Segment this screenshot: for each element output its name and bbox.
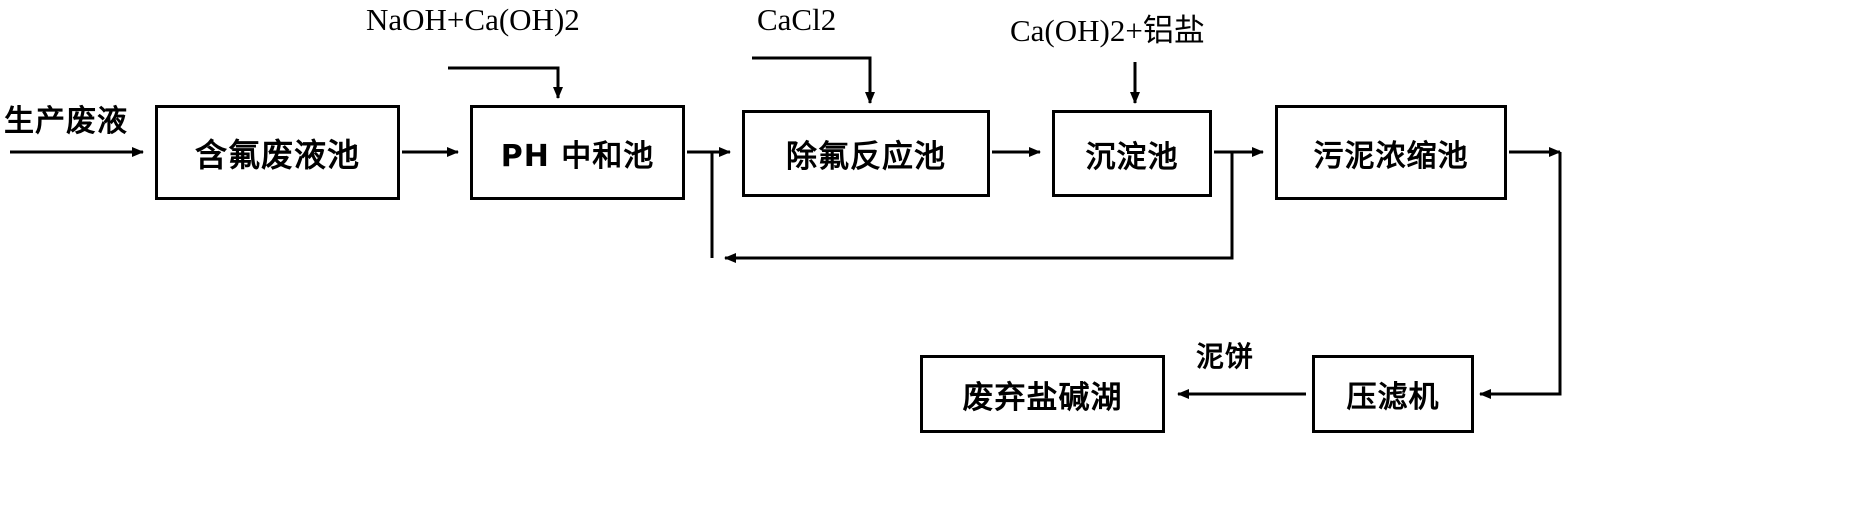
node-sludge-thickening-tank[interactable]: 污泥浓缩池 (1275, 105, 1507, 200)
label-dose-cacl2: CaCl2 (757, 2, 837, 37)
node-label: 沉淀池 (1085, 139, 1179, 175)
node-label: 含氟废液池 (194, 135, 360, 174)
node-label: PH 中和池 (500, 138, 655, 174)
node-label: 压滤机 (1346, 380, 1440, 415)
node-ph-neutralization-tank[interactable]: PH 中和池 (470, 105, 685, 200)
node-fluoride-waste-tank[interactable]: 含氟废液池 (155, 105, 400, 200)
node-label: 废弃盐碱湖 (962, 379, 1123, 416)
label-influent: 生产废液 (4, 104, 128, 139)
node-label: 除氟反应池 (786, 139, 946, 175)
edge-dose-naoh (448, 66, 563, 99)
node-defluorination-reaction-tank[interactable]: 除氟反应池 (742, 110, 990, 197)
edge-sludge-to-press (1479, 152, 1562, 399)
label-dose-caoh-aluminum: Ca(OH)2+铝盐 (1010, 13, 1205, 48)
node-filter-press[interactable]: 压滤机 (1312, 355, 1474, 433)
edge-recycle (724, 152, 1234, 263)
label-dose-naoh: NaOH+Ca(OH)2 (366, 2, 580, 37)
node-label: 污泥浓缩池 (1313, 138, 1469, 174)
node-sedimentation-tank[interactable]: 沉淀池 (1052, 110, 1212, 197)
edge-dose-cacl2 (752, 56, 875, 104)
node-abandoned-saline-alkali-lake[interactable]: 废弃盐碱湖 (920, 355, 1165, 433)
label-mud-cake: 泥饼 (1196, 340, 1255, 373)
